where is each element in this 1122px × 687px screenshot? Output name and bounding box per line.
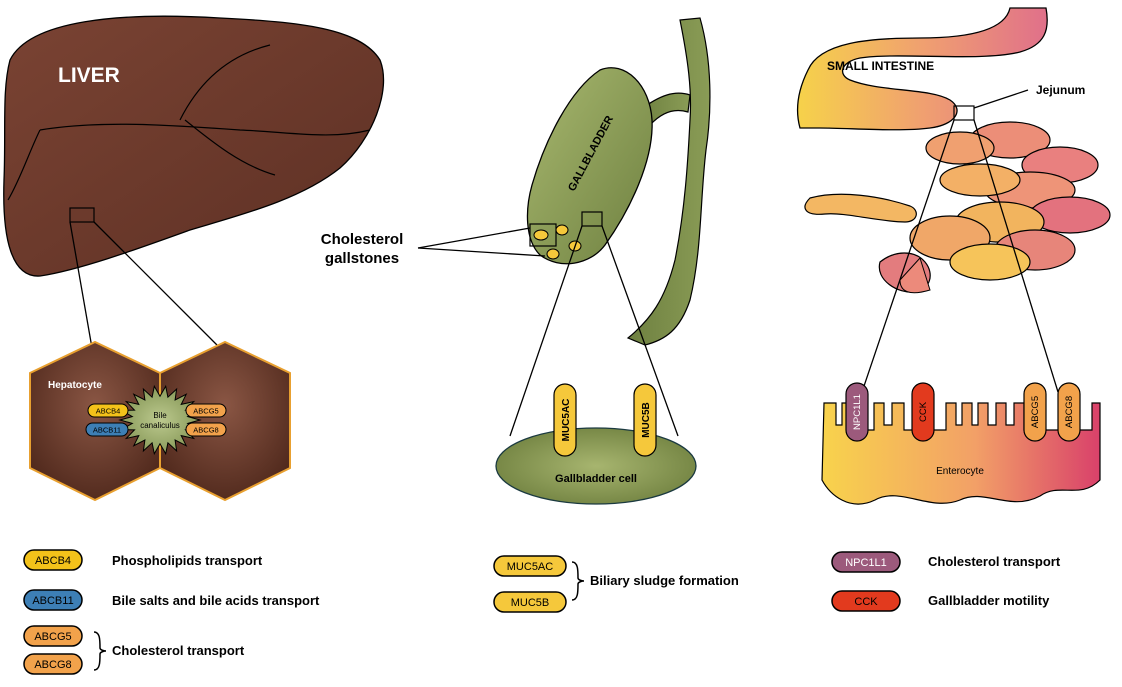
gallbladder-cell-label: Gallbladder cell xyxy=(555,473,637,485)
legend-abcb4-pill: ABCB4 xyxy=(35,555,71,567)
transporter-abcb11: ABCB11 xyxy=(86,423,128,436)
legend-abcb11-pill: ABCB11 xyxy=(32,595,73,607)
protein-cck-label: CCK xyxy=(918,401,929,422)
protein-abcg5-label: ABCG5 xyxy=(1030,396,1041,428)
legend-abcg5-pill: ABCG5 xyxy=(34,631,71,643)
gallstones-label-1: Cholesterol xyxy=(321,231,404,248)
legend-cck-pill: CCK xyxy=(854,596,878,608)
protein-abcg8: ABCG8 xyxy=(1058,383,1080,441)
transporter-abcb4: ABCB4 xyxy=(88,404,128,417)
legend-abcb4-text: Phospholipids transport xyxy=(112,553,263,568)
legend-npc1l1-pill: NPC1L1 xyxy=(845,557,887,569)
hepatocyte-label: Hepatocyte xyxy=(48,380,102,391)
transporter-abcb4-label: ABCB4 xyxy=(96,407,121,416)
protein-cck: CCK xyxy=(912,383,934,441)
legend-muc: MUC5AC MUC5B Biliary sludge formation xyxy=(494,556,739,612)
jejunum-label: Jejunum xyxy=(1036,83,1085,97)
legend-abcb4: ABCB4 Phospholipids transport xyxy=(24,550,263,570)
gallstones-label-2: gallstones xyxy=(325,250,399,267)
protein-npc1l1-label: NPC1L1 xyxy=(852,394,863,430)
small-intestine-organ xyxy=(798,8,1110,293)
small-intestine-label: SMALL INTESTINE xyxy=(827,59,934,73)
legend-muc5ac-pill: MUC5AC xyxy=(507,561,554,573)
liver-title: LIVER xyxy=(58,64,120,87)
enterocyte-label: Enterocyte xyxy=(936,466,984,477)
legend-npc1l1: NPC1L1 Cholesterol transport xyxy=(832,552,1061,572)
legend-abcg8-pill: ABCG8 xyxy=(34,659,71,671)
legend-muc5b-pill: MUC5B xyxy=(511,597,550,609)
gallstone-pointer-1 xyxy=(418,228,530,248)
legend-cck: CCK Gallbladder motility xyxy=(832,591,1050,611)
legend-cck-text: Gallbladder motility xyxy=(928,593,1050,608)
jejunum-pointer xyxy=(974,90,1028,108)
legend-abcb11-text: Bile salts and bile acids transport xyxy=(112,593,320,608)
gallbladder-cell xyxy=(496,428,696,504)
mucin-muc5b: MUC5B xyxy=(634,384,656,456)
mucin-muc5ac-label: MUC5AC xyxy=(561,399,572,442)
protein-npc1l1: NPC1L1 xyxy=(846,383,868,441)
transporter-abcg5: ABCG5 xyxy=(186,404,226,417)
transporter-abcg8-label: ABCG8 xyxy=(193,426,218,435)
gallstone-pointer-2 xyxy=(418,248,545,256)
legend-abcg: ABCG5 ABCG8 Cholesterol transport xyxy=(24,626,245,674)
protein-abcg8-label: ABCG8 xyxy=(1064,396,1075,428)
canaliculus-label-2: canaliculus xyxy=(140,421,180,430)
legend-npc1l1-text: Cholesterol transport xyxy=(928,554,1061,569)
transporter-abcg5-label: ABCG5 xyxy=(193,407,218,416)
transporter-abcb11-label: ABCB11 xyxy=(93,426,121,435)
mucin-muc5ac: MUC5AC xyxy=(554,384,576,456)
legend-abcg-text: Cholesterol transport xyxy=(112,643,245,658)
protein-abcg5: ABCG5 xyxy=(1024,383,1046,441)
transporter-abcg8: ABCG8 xyxy=(186,423,226,436)
mucin-muc5b-label: MUC5B xyxy=(641,402,652,438)
canaliculus-label-1: Bile xyxy=(153,411,167,420)
legend-muc-text: Biliary sludge formation xyxy=(590,573,739,588)
legend-abcb11: ABCB11 Bile salts and bile acids transpo… xyxy=(24,590,320,610)
